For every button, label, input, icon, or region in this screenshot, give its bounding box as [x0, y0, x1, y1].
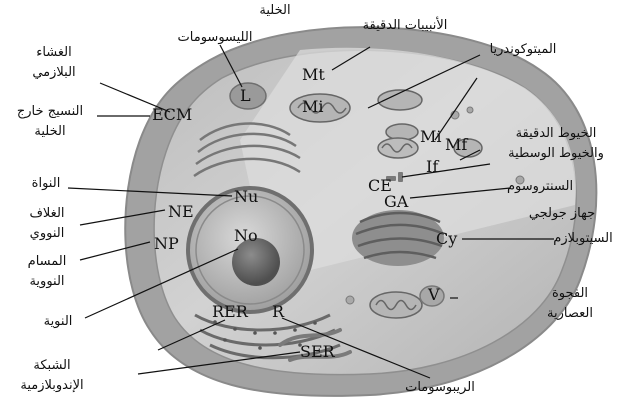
- label-microtubules: الأنبيبات الدقيقة: [340, 16, 470, 36]
- label-plasma-membrane: الغشاء البلازمي: [6, 43, 102, 83]
- label-microtubules-abbr: Mt: [302, 66, 325, 84]
- label-nuclear-envelope-abbr: NE: [168, 203, 194, 221]
- nucleolus-shape: [232, 238, 280, 286]
- label-vacuole: الفجوة العصارية: [530, 284, 610, 324]
- label-rer-abbr: RER: [212, 303, 248, 321]
- golgi-apparatus-shape: [352, 210, 444, 266]
- label-nuclear-pores: المسام النووية: [14, 252, 80, 292]
- label-cytoplasm-abbr: Cy: [436, 230, 457, 248]
- label-microfilaments: الخيوط الدقيقة والخيوط الوسطية: [486, 124, 626, 164]
- label-ribosomes: الريبوسومات: [390, 378, 490, 398]
- label-nucleus-abbr: Nu: [234, 188, 258, 206]
- label-mitochondria: الميتوكوندريا: [468, 40, 578, 60]
- label-ser-abbr: SER: [300, 343, 335, 361]
- label-golgi-abbr: GA: [384, 193, 408, 211]
- label-ecm-abbr: ECM: [152, 106, 192, 124]
- label-nuclear-envelope: الغلاف النووي: [14, 204, 80, 244]
- label-lysosomes-abbr: L: [240, 87, 251, 105]
- label-golgi: جهاز جولجي: [510, 204, 614, 224]
- label-nucleolus-abbr: No: [234, 227, 258, 245]
- label-mitochondria-abbr-1: Mi: [302, 98, 324, 116]
- label-microfilaments-abbr: Mf: [445, 136, 467, 154]
- label-intermediate-filaments-abbr: If: [426, 158, 438, 176]
- label-nucleus: النواة: [18, 174, 74, 194]
- label-er: الشبكة الإندوبلازمية: [4, 356, 100, 396]
- label-nucleolus: النوية: [30, 312, 86, 332]
- label-mitochondria-abbr-2: Mi: [420, 128, 442, 146]
- diagram-title: الخلية: [235, 1, 315, 21]
- label-vacuole-abbr: V: [428, 286, 440, 304]
- label-cytoplasm: السيتوبلازم: [540, 229, 626, 249]
- label-lysosomes: الليسوسومات: [160, 28, 270, 48]
- label-ribosomes-abbr: R: [272, 303, 284, 321]
- label-nuclear-pores-abbr: NP: [154, 235, 179, 253]
- label-ecm: النسيج خارج الخلية: [2, 102, 98, 142]
- label-centrosome: السنتروسوم: [492, 177, 588, 197]
